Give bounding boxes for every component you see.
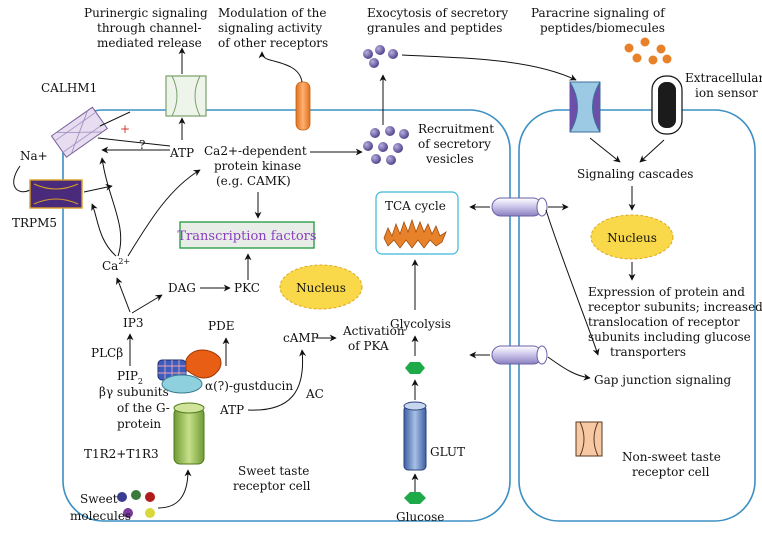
ip3-label: IP3 [123,316,143,330]
sweet-molecules-label-2: molecules [70,509,131,523]
transcription-factors-box [179,221,315,249]
modulation-label: Modulation of the [218,6,326,20]
glut-transporter-icon [403,401,427,471]
calhm1-channel-icon [50,106,109,158]
recruitment-label: Recruitment [418,122,494,136]
question-mark: ? [139,138,145,152]
nucleus-right [590,214,674,260]
beta-gamma-label-3: protein [117,417,161,431]
exocytosis-label: Exocytosis of secretory [367,6,508,20]
pip2-label: PIP2 [117,369,143,386]
secretory-vesicles-top-icon [363,45,398,68]
signaling-cascades-label: Signaling cascades [577,167,693,181]
sweet-cell-label: Sweet taste [238,464,309,478]
activation-pka-label: Activation [342,324,405,338]
dag-label: DAG [168,281,196,295]
nucleus-left [279,264,363,310]
pkc-label: PKC [234,281,260,295]
extracellular-sensor-label: Extracellular [685,71,762,85]
purinergic-label: Purinergic signaling [84,6,208,20]
glut-label: GLUT [430,445,465,459]
trpm5-channel-icon [29,179,83,209]
sweet-molecules-icon [117,490,155,518]
modulation-label-2: signaling activity [218,21,322,35]
kinase-label-2: protein kinase [214,159,301,173]
plcb-label: PLCβ [91,346,123,360]
purinergic-label-3: mediated release [97,36,202,50]
trpm5-label: TRPM5 [12,216,57,230]
atp-top-label: ATP [169,146,194,160]
ac-label: AC [305,387,324,401]
g-protein-icon [157,349,222,394]
plus-sign: + [120,122,130,136]
ca2-label: Ca2+ [102,257,130,273]
gap-junction-top-icon [491,197,548,217]
non-sweet-receptor-icon [575,421,603,457]
recruitment-label-3: vesicles [425,152,474,166]
modulation-label-3: of other receptors [218,36,328,50]
purinergic-channel-icon [165,75,207,117]
secretory-vesicles-recruit-icon [363,126,409,165]
non-sweet-taste-cell-membrane [518,109,756,522]
sweet-taste-cell-membrane [62,109,511,522]
non-sweet-cell-label: Non-sweet taste [622,450,721,464]
t1r2-t1r3-label: T1R2+T1R3 [84,447,159,461]
expression-label-5: transporters [610,345,686,359]
paracrine-label: Paracrine signaling of [531,6,666,20]
expression-label-3: translocation of receptor [588,315,740,329]
beta-gamma-label-2: of the G- [117,401,170,415]
kinase-label: Ca2+-dependent [204,144,307,158]
paracrine-label-2: peptides/biomecules [540,21,665,35]
expression-label-4: subunits including glucose [588,330,751,344]
gustducin-label: α(?)-gustducin [205,379,293,393]
transcription-factors-label: Transcription factors [177,229,316,244]
kinase-label-3: (e.g. CAMK) [216,174,291,188]
glucose-inside-icon [405,362,425,374]
extracellular-sensor-label-2: ion sensor [695,86,758,100]
peptide-dots-icon [624,37,672,65]
glycolysis-label: Glycolysis [390,317,451,331]
calhm1-label: CALHM1 [41,81,97,95]
sweet-cell-label-2: receptor cell [233,479,311,493]
beta-gamma-label: βγ subunits [99,385,169,399]
nucleus-left-label: Nucleus [296,281,346,295]
gap-junction-label: Gap junction signaling [594,373,732,387]
paracrine-receptor-icon [569,81,601,133]
sweet-molecules-label: Sweet [80,492,118,506]
mitochondrion-icon [383,218,447,249]
na-plus-label: Na+ [20,149,48,163]
t1r2-t1r3-receptor-icon [173,402,205,465]
recruitment-label-2: of secretory [418,137,491,151]
ion-sensor-icon [651,75,683,135]
orange-receptor-icon [295,81,311,131]
pde-label: PDE [208,319,234,333]
nucleus-right-label: Nucleus [607,231,657,245]
camp-label: cAMP [283,331,319,345]
gap-junction-bottom-icon [491,345,548,365]
non-sweet-cell-label-2: receptor cell [632,465,710,479]
activation-pka-label-2: of PKA [348,339,389,353]
expression-label: Expression of protein and [588,285,745,299]
glucose-outside-icon [404,492,426,504]
tca-cycle-label: TCA cycle [385,199,446,213]
glucose-label: Glucose [396,510,444,524]
expression-label-2: receptor subunits; increased [588,300,762,314]
purinergic-label-2: through channel- [97,21,202,35]
exocytosis-label-2: granules and peptides [367,21,502,35]
atp-bottom-label: ATP [219,403,244,417]
